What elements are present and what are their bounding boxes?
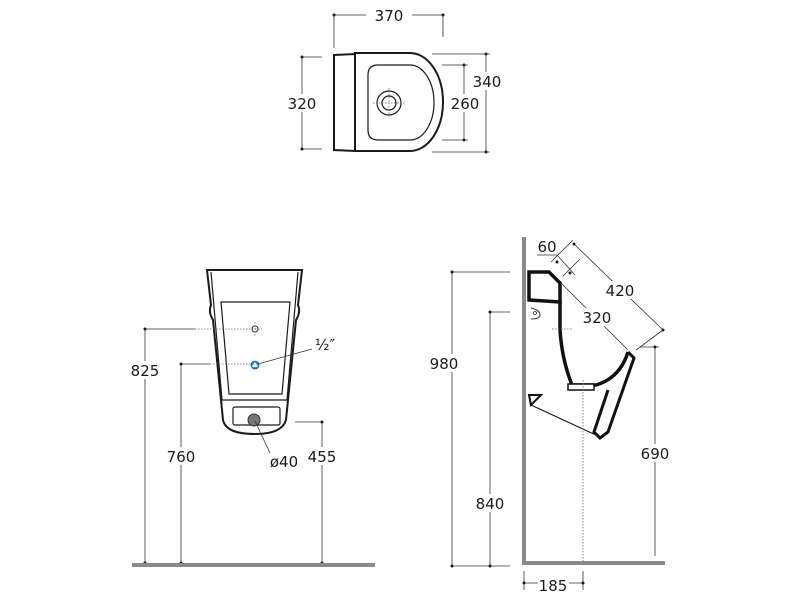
supply-height-dimension: 760	[167, 448, 196, 466]
supply-size-label: ½″	[315, 336, 336, 354]
width-dimension: 370	[375, 7, 404, 25]
top-offset-dimension: 60	[537, 238, 556, 256]
rim-height-dimension: 840	[476, 495, 505, 513]
depth-dimension: 320	[288, 95, 317, 113]
basin-width-dimension: 260	[451, 95, 480, 113]
inner-projection-dimension: 320	[583, 309, 612, 327]
total-height-dimension: 980	[430, 355, 459, 373]
top-view: 370 320 340 260	[286, 6, 502, 154]
side-view: 980 840 690 185 60 420 320	[430, 237, 671, 595]
projection-dimension: 420	[606, 282, 635, 300]
drain-size-label: ø40	[270, 453, 298, 471]
drain-outlet	[247, 413, 261, 427]
drain-height-dimension: 455	[308, 448, 337, 466]
drain-offset-dimension: 185	[539, 577, 568, 595]
overall-depth-dimension: 340	[473, 73, 502, 91]
lip-height-dimension: 690	[641, 445, 670, 463]
front-view: 825 760 455 ½″ ø40	[130, 269, 375, 567]
inlet-height-dimension: 825	[131, 362, 160, 380]
